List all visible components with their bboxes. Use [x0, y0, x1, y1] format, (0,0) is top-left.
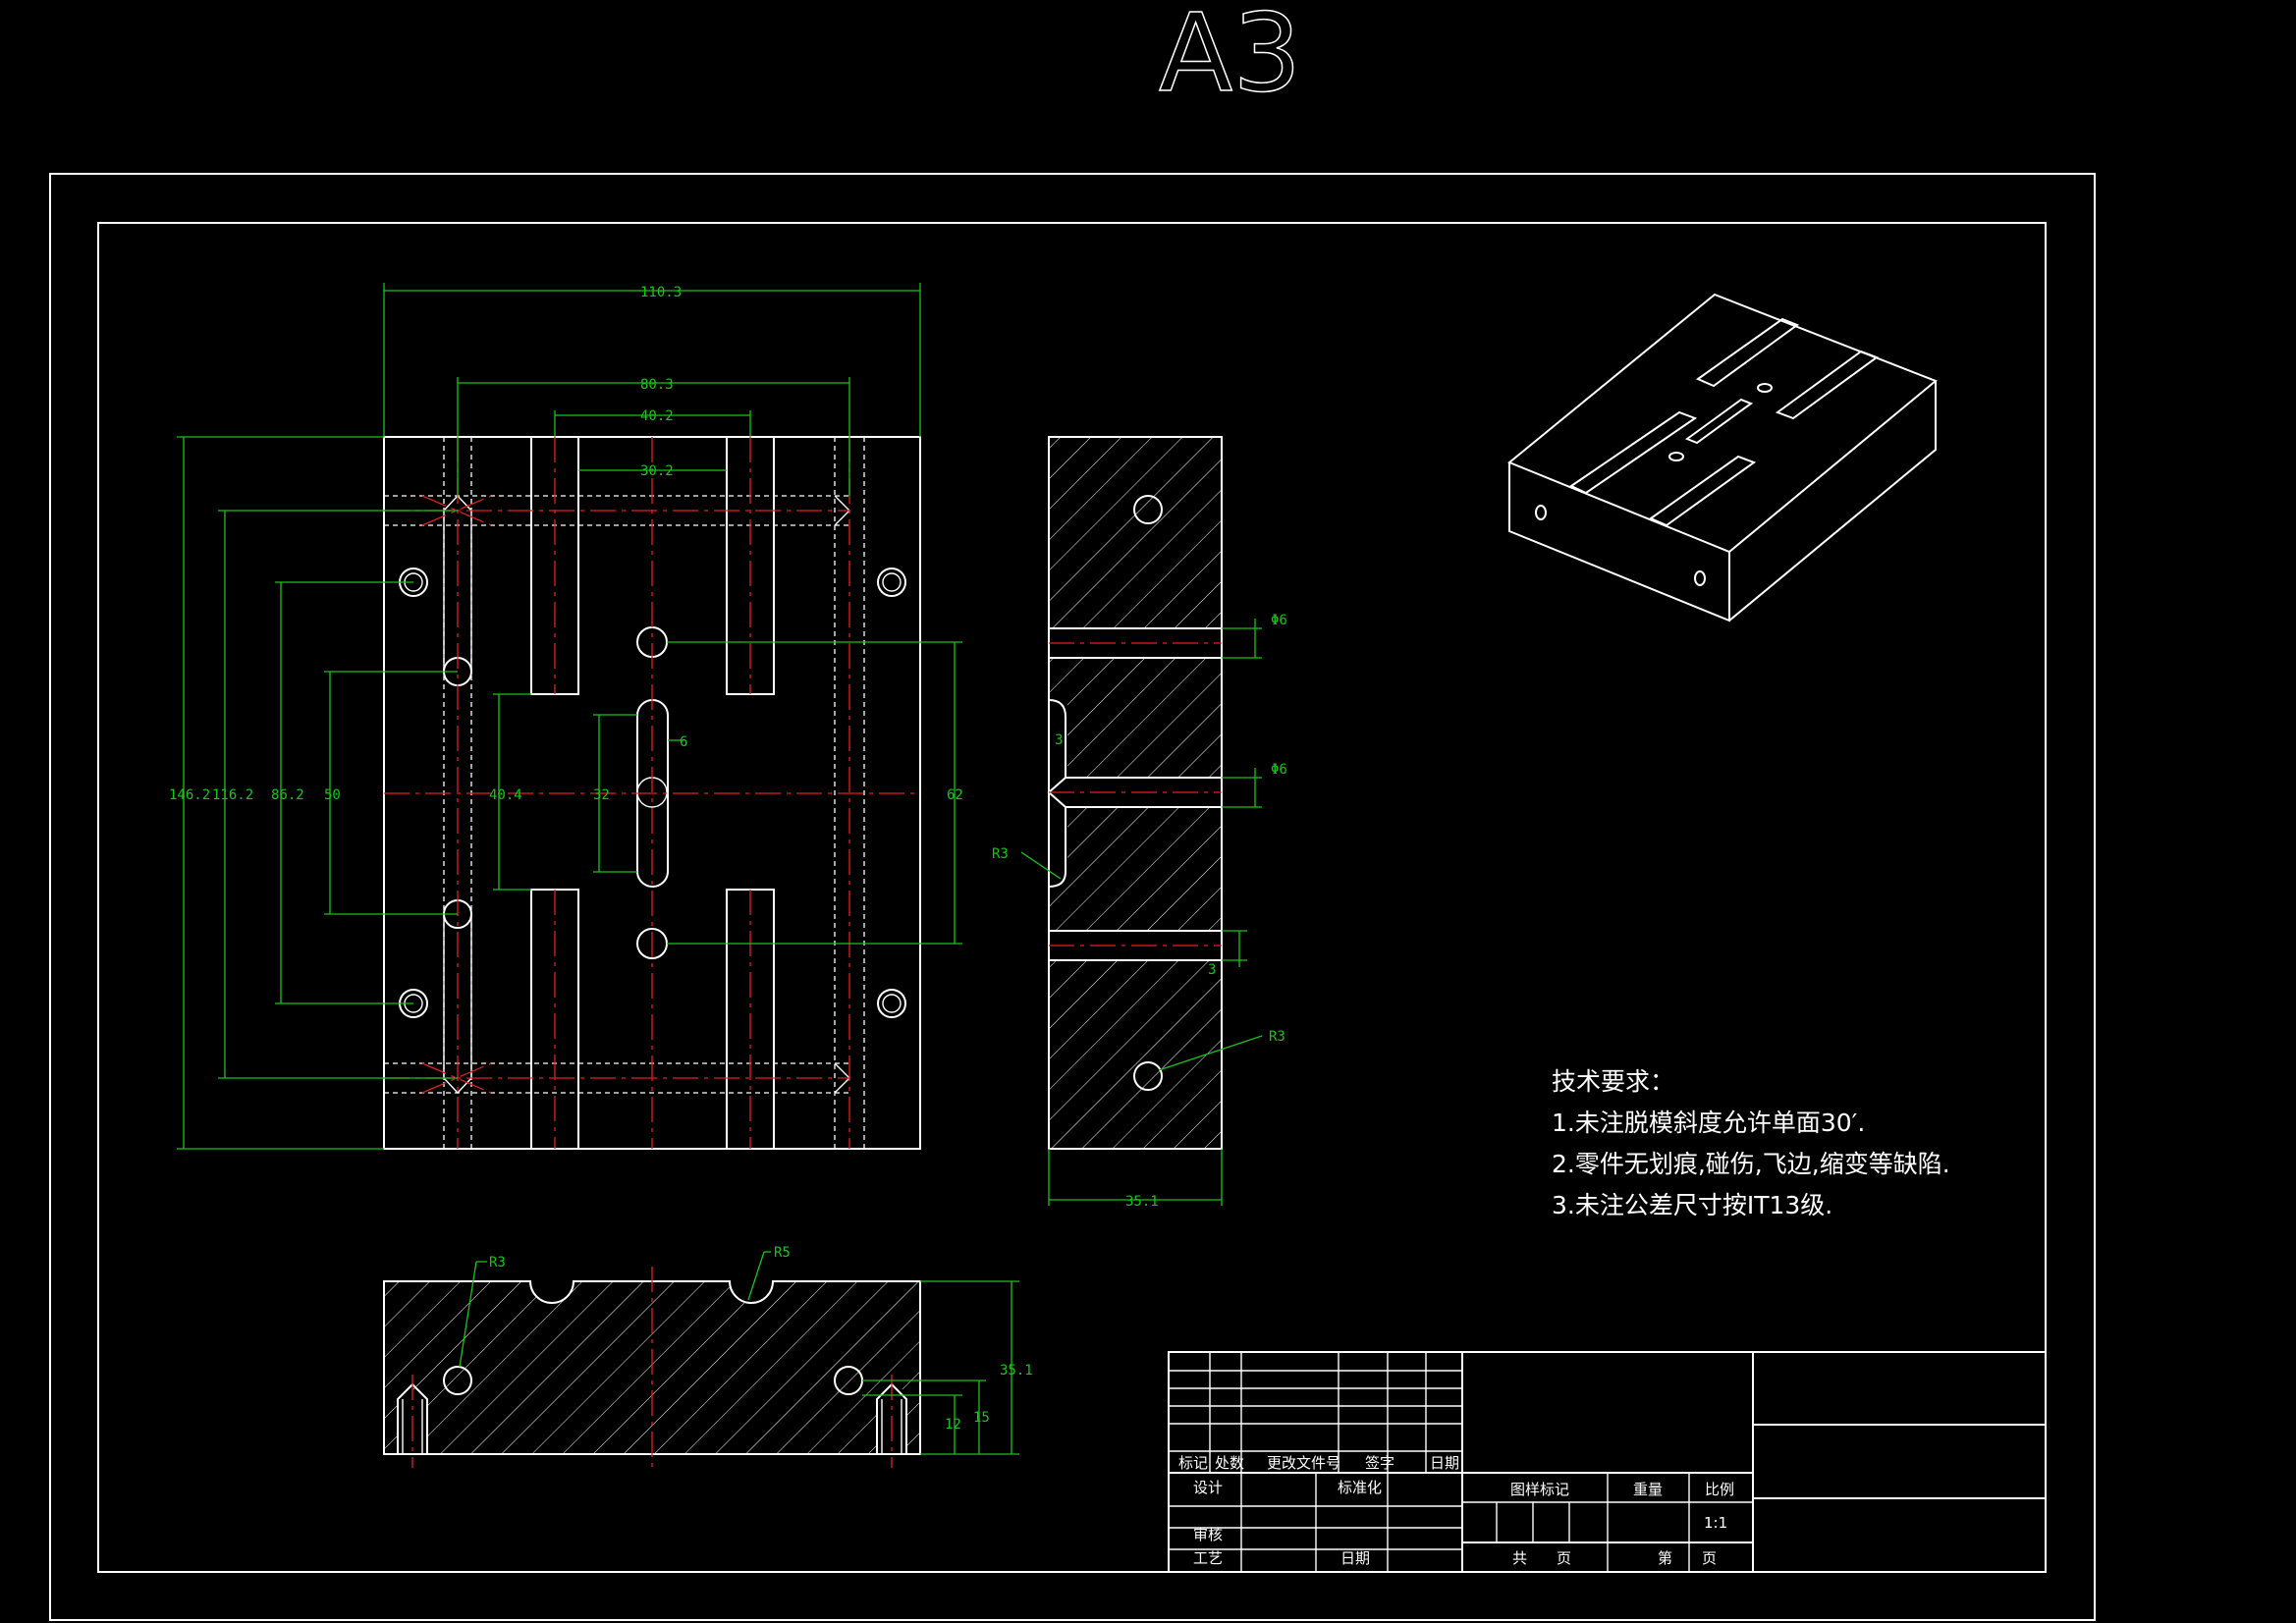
tb-design: 设计 — [1193, 1479, 1223, 1496]
hole — [877, 568, 906, 597]
iso-side-hole — [1535, 505, 1547, 520]
iso-hole — [1668, 452, 1684, 461]
bottom-hole-left — [443, 1366, 472, 1395]
iso-groove — [1648, 455, 1757, 527]
dim-small-a: 3 — [1055, 732, 1063, 748]
dim-slot-gap: 30.2 — [640, 463, 674, 479]
tech-item-3: 3.未注公差尺寸按IT13级. — [1552, 1191, 1832, 1219]
dim-h86: 86.2 — [271, 787, 304, 803]
isometric-view — [1507, 293, 1938, 622]
title-block: 标记 处数 更改文件号 签字 日期 设计 标准化 审核 工艺 日期 图样标记 重… — [1168, 1351, 2047, 1573]
dim-slot-outer: 80.3 — [640, 377, 674, 393]
iso-groove — [1775, 350, 1880, 420]
tech-requirements: 技术要求： 1.未注脱模斜度允许单面30′. 2.零件无划痕,碰伤,飞边,缩变等… — [1552, 1067, 1950, 1219]
bottom-outline — [383, 1280, 921, 1455]
dim-small-b: 3 — [1208, 962, 1216, 978]
iso-groove — [1568, 410, 1698, 495]
dim-h116: 116.2 — [212, 787, 253, 803]
dim-r-left: R3 — [489, 1255, 506, 1271]
dim-radius-right: R3 — [1269, 1029, 1285, 1045]
dim-radius-left: R3 — [992, 846, 1009, 862]
tb-total: 共 — [1512, 1549, 1527, 1567]
tb-sheet-word2: 页 — [1702, 1549, 1717, 1567]
dim-h32: 32 — [593, 787, 610, 803]
tb-sheet-word: 页 — [1557, 1549, 1571, 1567]
iso-hole — [1757, 383, 1773, 393]
dim-h50: 50 — [324, 787, 341, 803]
dim-r-right: R5 — [774, 1245, 791, 1261]
tb-weight: 重量 — [1633, 1481, 1663, 1498]
tech-item-2: 2.零件无划痕,碰伤,飞边,缩变等缺陷. — [1552, 1150, 1950, 1178]
iso-groove — [1695, 317, 1800, 388]
hole — [877, 989, 906, 1018]
side-view: Φ6 Φ6 3 3 R3 R3 35.1 — [992, 436, 1287, 1210]
dim-thickness: 35.1 — [1125, 1194, 1159, 1210]
tb-review: 审核 — [1193, 1526, 1223, 1543]
tb-drawing-mark: 图样标记 — [1510, 1481, 1569, 1498]
dim-overall-height: 146.2 — [169, 787, 210, 803]
tech-heading: 技术要求： — [1552, 1067, 1674, 1096]
dim-bottom-height: 35.1 — [1000, 1363, 1033, 1379]
outer-border — [49, 173, 2096, 1621]
tb-mark: 标记 — [1178, 1454, 1208, 1472]
dim-slot-inner: 40.2 — [640, 408, 674, 424]
bottom-view: R3 R5 35.1 12 15 — [383, 1245, 1033, 1468]
tb-signature: 签字 — [1365, 1454, 1394, 1472]
dim-overall-width: 110.3 — [640, 285, 682, 300]
tb-scale-value: 1:1 — [1704, 1514, 1727, 1532]
tb-process: 工艺 — [1193, 1549, 1223, 1567]
iso-side-hole — [1694, 570, 1706, 586]
tb-standardize: 标准化 — [1338, 1479, 1382, 1496]
tb-nth: 第 — [1658, 1549, 1672, 1567]
dim-slot-width: 6 — [680, 734, 687, 750]
tb-date-header: 日期 — [1430, 1454, 1459, 1472]
iso-center-slot — [1684, 398, 1754, 445]
tb-scale-label: 比例 — [1705, 1481, 1734, 1498]
side-hole-bottom — [1133, 1061, 1163, 1091]
tb-change-doc: 更改文件号 — [1267, 1454, 1340, 1472]
dim-h12: 12 — [945, 1417, 961, 1433]
dim-h40: 40.4 — [489, 787, 522, 803]
dim-h62: 62 — [947, 787, 963, 803]
dim-hole-a: Φ6 — [1271, 613, 1287, 628]
sheet-size-label: A3 — [1159, 0, 1301, 116]
dim-h15: 15 — [973, 1410, 990, 1426]
tb-date: 日期 — [1340, 1549, 1370, 1567]
inner-border — [97, 222, 2047, 1573]
side-hole-top — [1133, 495, 1163, 524]
front-view: 110.3 80.3 40.2 30.2 146.2 116.2 86.2 50… — [169, 283, 963, 1150]
dim-hole-b: Φ6 — [1271, 762, 1287, 778]
tech-item-1: 1.未注脱模斜度允许单面30′. — [1552, 1109, 1865, 1137]
tb-count: 处数 — [1215, 1454, 1244, 1472]
